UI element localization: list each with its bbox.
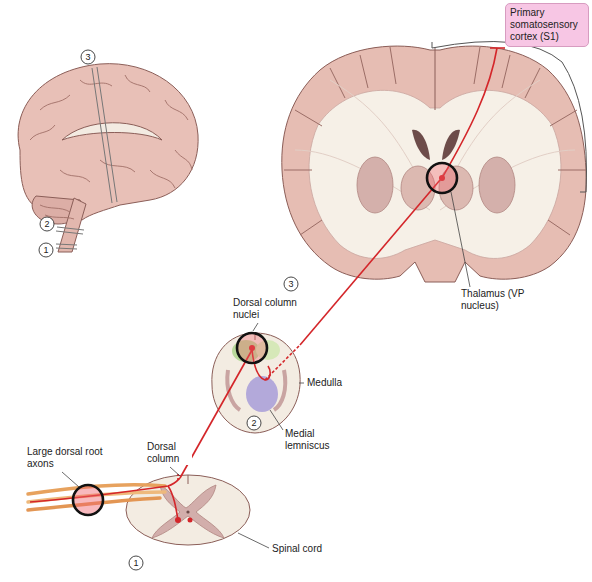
callout-number: 3 bbox=[283, 276, 299, 292]
callout-number: 2 bbox=[246, 415, 262, 431]
medulla-section bbox=[212, 333, 300, 433]
callout-number-text: 2 bbox=[44, 220, 49, 229]
callout-number-text: 1 bbox=[43, 246, 48, 255]
callout-number: 1 bbox=[128, 555, 144, 571]
structure-label: Dorsal column bbox=[146, 441, 192, 465]
structure-label: Medial lemniscus bbox=[284, 428, 346, 452]
structure-label: Dorsal column nuclei bbox=[232, 297, 310, 321]
callout-number-text: 3 bbox=[288, 280, 293, 289]
structure-label: Thalamus (VP nucleus) bbox=[460, 288, 534, 312]
structure-label: Spinal cord bbox=[271, 543, 343, 555]
structure-label: Medulla bbox=[306, 377, 358, 389]
coronal-brain-section bbox=[282, 42, 587, 282]
callout-number-text: 3 bbox=[85, 53, 90, 62]
highlight-circle bbox=[73, 163, 457, 515]
callout-number: 2 bbox=[39, 216, 55, 232]
structure-label: Large dorsal root axons bbox=[26, 446, 128, 470]
label-box: Primary somatosensory cortex (S1) bbox=[505, 3, 589, 47]
sagittal-brain bbox=[18, 64, 198, 252]
callout-number-text: 2 bbox=[251, 419, 256, 428]
synapse-dot bbox=[175, 175, 445, 523]
callout-number: 3 bbox=[80, 49, 96, 65]
callout-number-text: 1 bbox=[133, 559, 138, 568]
leader-line bbox=[62, 192, 470, 548]
label-text: Primary somatosensory cortex (S1) bbox=[510, 7, 584, 43]
callout-number: 1 bbox=[38, 242, 54, 258]
